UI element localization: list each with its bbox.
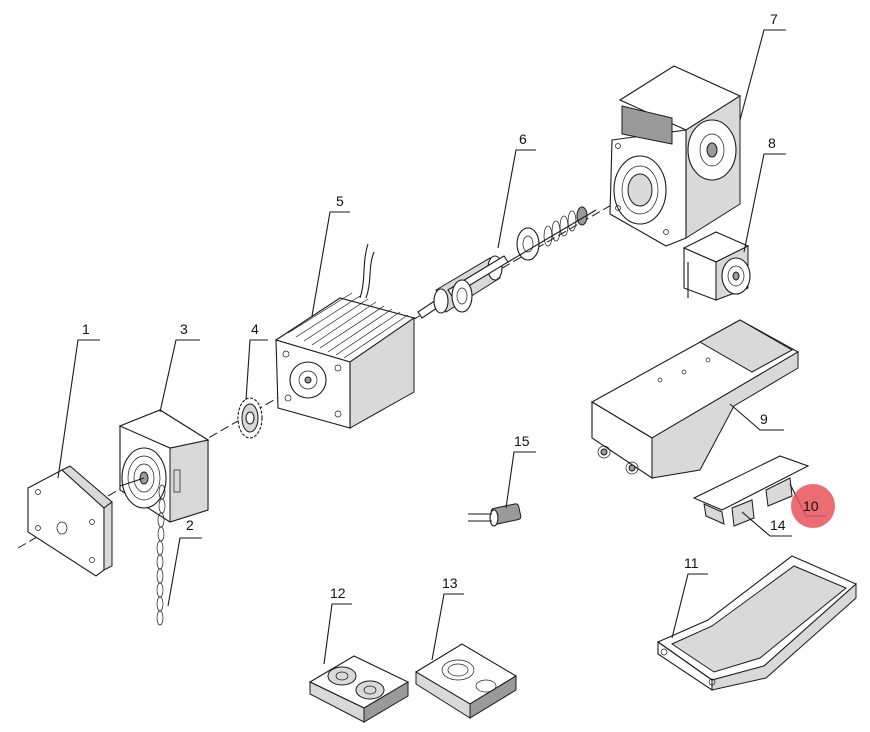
callout-7[interactable]: 7 [770, 11, 778, 27]
callout-10[interactable]: 10 [803, 498, 819, 514]
part-13-accessory-tray[interactable] [414, 643, 518, 719]
callout-11[interactable]: 11 [684, 555, 699, 571]
part-1-end-cover[interactable] [27, 465, 113, 577]
callout-2[interactable]: 2 [186, 517, 194, 533]
callout-1[interactable]: 1 [82, 321, 90, 337]
part-4-gear[interactable] [237, 397, 263, 439]
highlight-marker [791, 484, 835, 528]
callout-8[interactable]: 8 [768, 135, 776, 151]
part-5-motor[interactable] [274, 243, 416, 429]
part-2-chain[interactable] [156, 484, 166, 626]
callout-5[interactable]: 5 [336, 193, 344, 209]
part-9-base-frame[interactable] [590, 319, 800, 480]
part-14-control-board[interactable] [692, 455, 810, 527]
assembly-axis [17, 199, 621, 549]
callout-13[interactable]: 13 [442, 575, 458, 591]
callout-4[interactable]: 4 [251, 321, 259, 337]
part-12-foam-insert[interactable] [308, 655, 410, 723]
callout-15[interactable]: 15 [514, 433, 530, 449]
part-15-capacitor[interactable] [468, 503, 522, 527]
callout-6[interactable]: 6 [519, 131, 527, 147]
part-11-tray[interactable] [656, 555, 858, 692]
callout-14[interactable]: 14 [770, 517, 786, 533]
part-8-brake-unit[interactable] [682, 231, 751, 301]
part-6-rotor-shaft[interactable] [417, 206, 597, 319]
part-7-gearbox[interactable] [609, 65, 742, 247]
callout-leaders [57, 29, 826, 665]
callout-3[interactable]: 3 [180, 321, 188, 337]
callout-9[interactable]: 9 [760, 411, 768, 427]
callout-12[interactable]: 12 [330, 585, 346, 601]
part-3-sprocket-housing[interactable] [118, 409, 210, 523]
